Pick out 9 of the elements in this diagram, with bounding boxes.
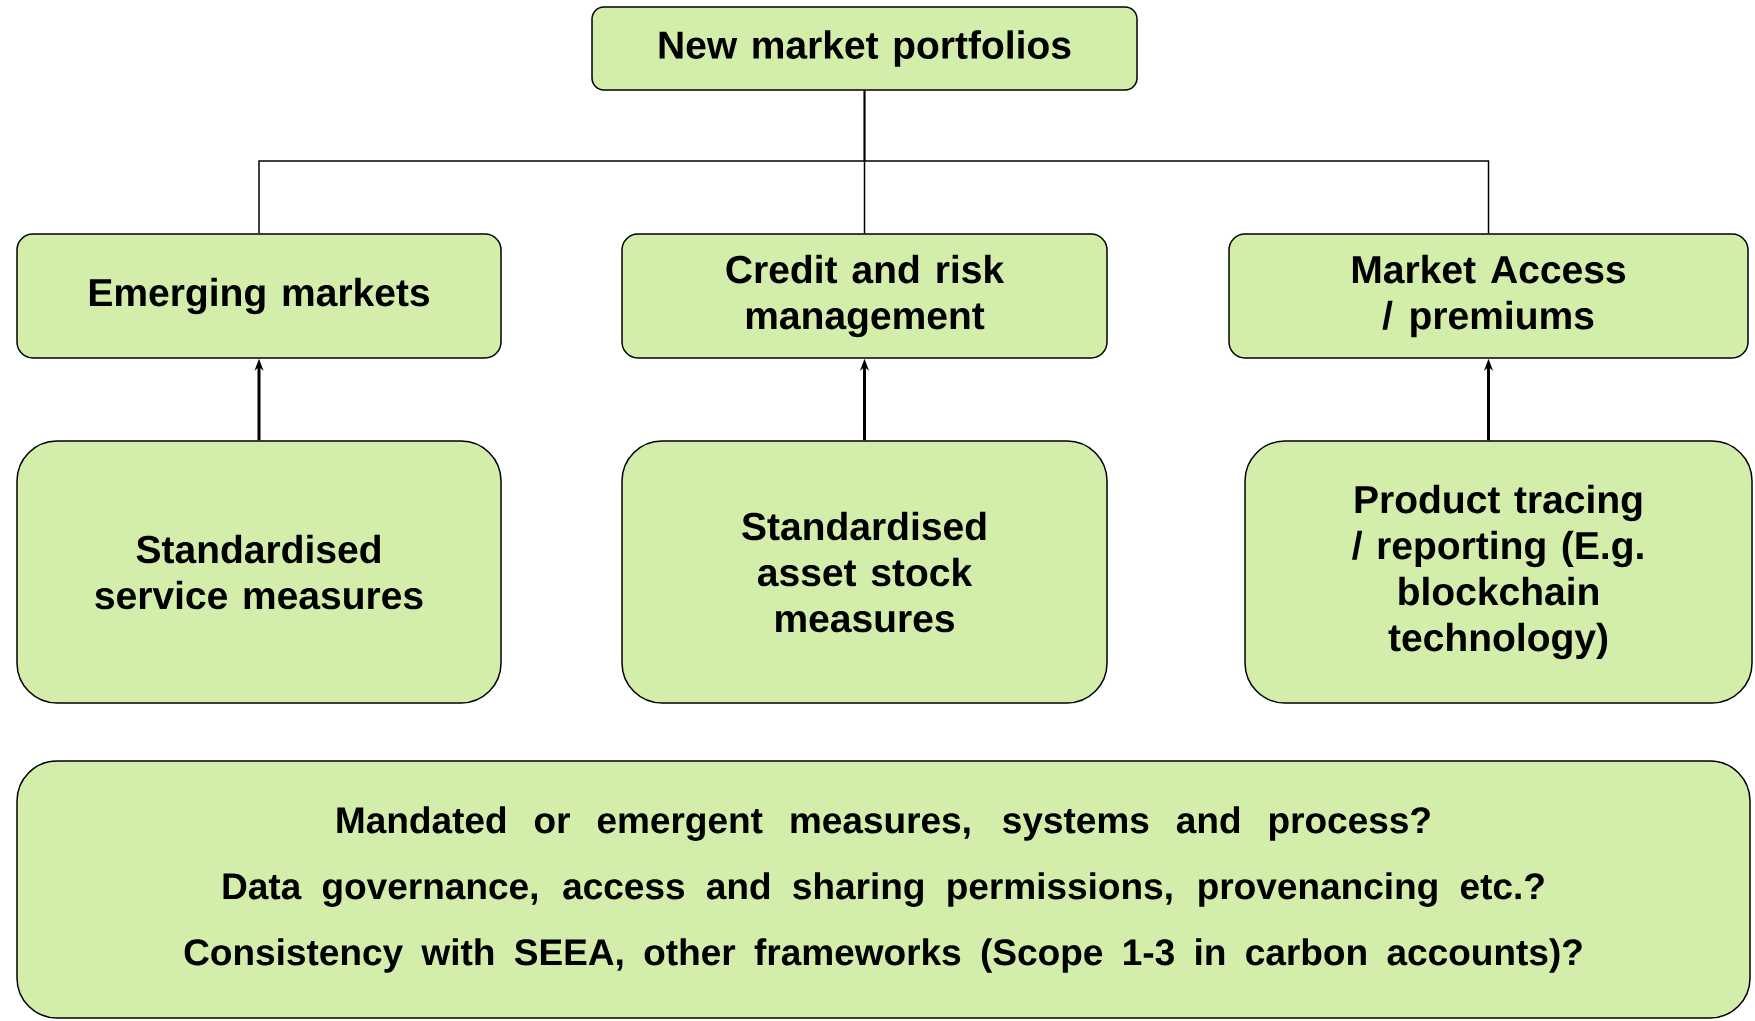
- process-box: Standardised service measures: [16, 440, 502, 704]
- process-box: Market Access / premiums: [1228, 233, 1749, 359]
- process-box: Product tracing / reporting (E.g. blockchain technology): [1244, 440, 1753, 704]
- summary-box: Mandated or emergent measures, systems and process? Data governance, access and sharing permissions, provenancing etc.? Consistency with SEEA, other frameworks (Scope 1-3 in carbon accounts)?: [16, 760, 1751, 1019]
- process-box: Credit and risk management: [621, 233, 1108, 359]
- process-box: New market portfolios: [591, 6, 1138, 91]
- process-box: Emerging markets: [16, 233, 502, 359]
- process-box: Standardised asset stock measures: [621, 440, 1108, 704]
- connector-line: [863, 90, 1490, 234]
